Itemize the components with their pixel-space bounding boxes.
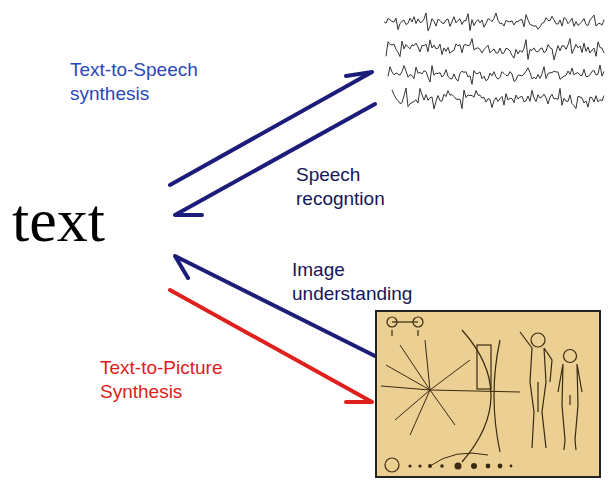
process-label: Speech recogntion — [296, 163, 446, 211]
process-label: Text-to-Speech synthesis — [70, 58, 230, 106]
waveform-trace — [384, 13, 604, 31]
waveform-trace — [392, 88, 604, 109]
process-label: Text-to-Picture Synthesis — [100, 356, 265, 404]
main-text-word: text — [12, 186, 105, 254]
pioneer-plaque — [376, 311, 600, 477]
waveform-trace — [388, 65, 604, 84]
waveform-trace — [386, 39, 604, 60]
process-label: Image understanding — [292, 258, 442, 306]
understanding-arrow — [175, 256, 375, 356]
speech-waveform — [384, 13, 604, 109]
picture-synthesis-arrow — [170, 290, 372, 402]
